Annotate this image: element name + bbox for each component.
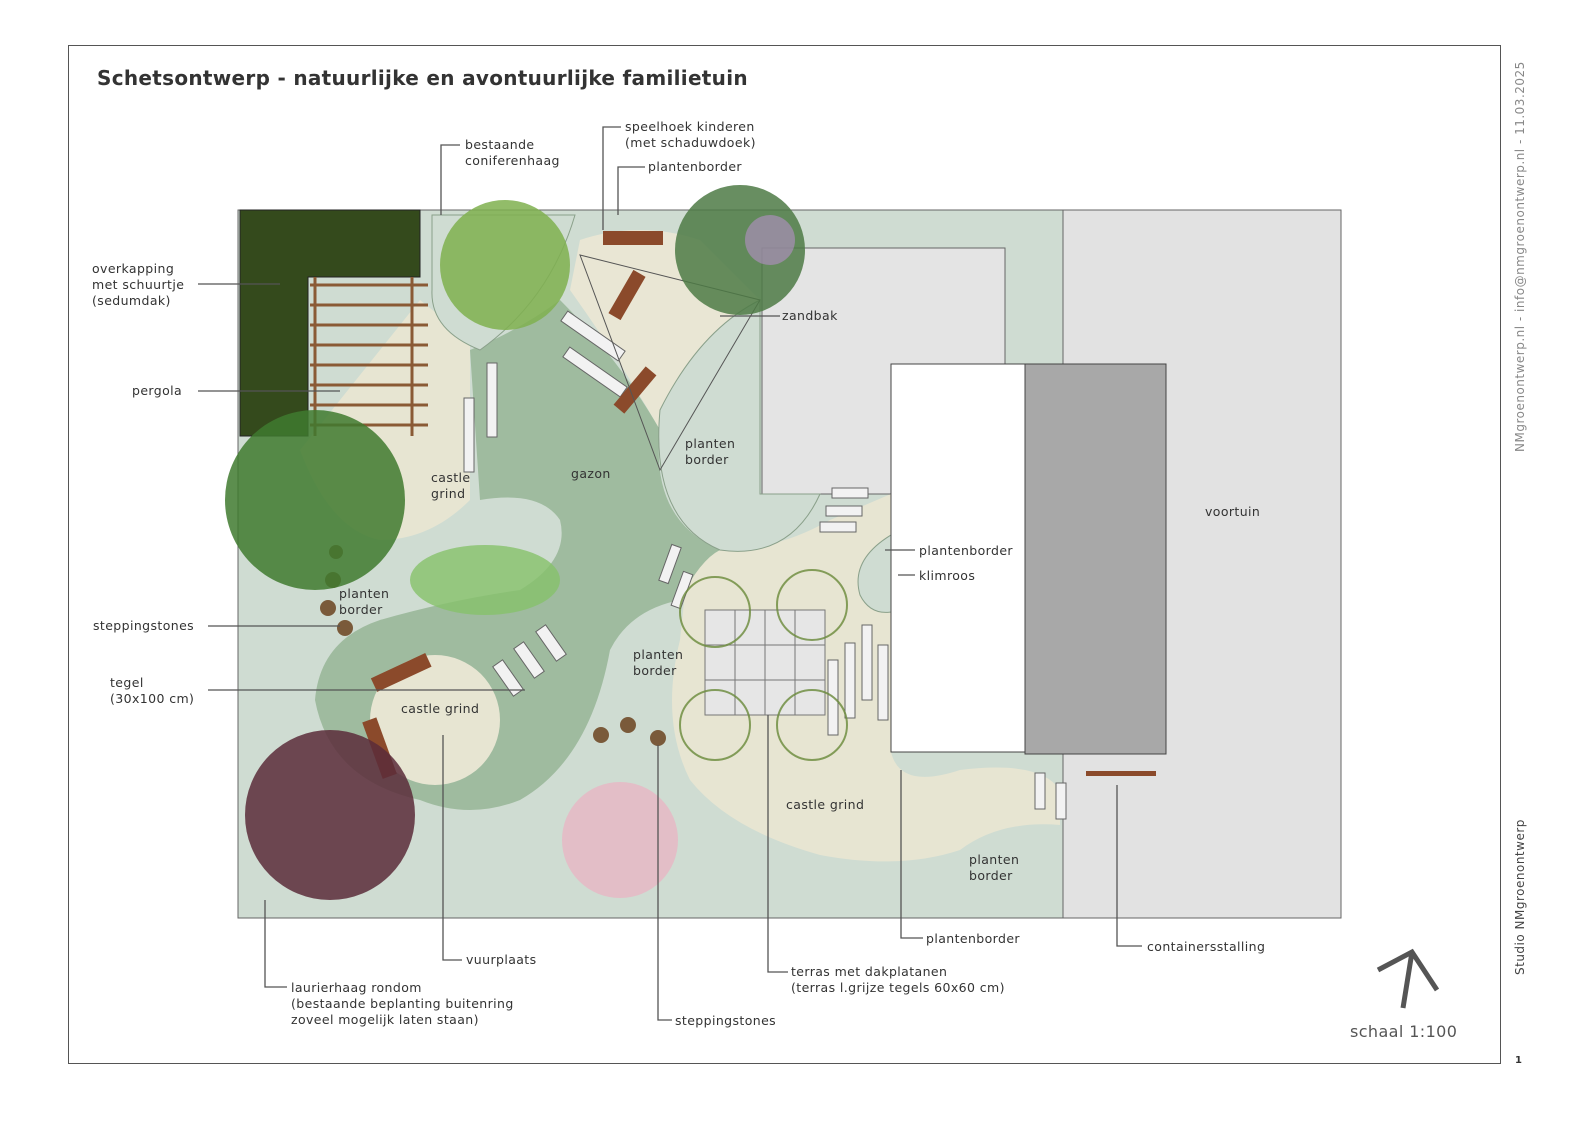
north-arrow-icon (1376, 948, 1440, 1009)
callout-steppingstones-left: steppingstones (93, 618, 195, 633)
shrub-left (410, 545, 560, 615)
tiles (463, 310, 1067, 820)
shed-sedum-roof (239, 209, 421, 437)
callout-pergola: pergola (132, 383, 183, 398)
house-white (890, 363, 1026, 753)
scale-label: schaal 1:100 (1350, 1022, 1458, 1041)
area-castle-grind-fire: castle grind (401, 701, 480, 716)
border-klimroos (857, 534, 892, 613)
callout-plantenborder-house: plantenborder (919, 543, 1013, 558)
page-title: Schetsontwerp - natuurlijke en avontuurl… (97, 66, 748, 90)
area-gazon: gazon (571, 466, 611, 481)
tree-canopy-top (440, 200, 570, 330)
plane-trees (679, 569, 848, 761)
callout-terras: terras met dakplatanen (terras l.grijze … (791, 964, 1005, 995)
fire-gravel-circle (370, 655, 500, 785)
sheet-frame (68, 45, 1501, 1064)
area-castle-grind-left: castle grind (431, 470, 471, 501)
area-castle-grind-terrace: castle grind (786, 797, 865, 812)
terrace-tiles (704, 609, 826, 716)
callout-tegel: tegel (30x100 cm) (110, 675, 195, 706)
border-center (658, 299, 821, 552)
sidebar-contact: NMgroenontwerp.nl - info@nmgroenontwerp.… (1513, 61, 1527, 452)
area-planten-border-left: planten border (339, 586, 390, 617)
benches (362, 231, 663, 779)
page-number: 1 (1515, 1055, 1523, 1066)
area-planten-border-right: planten border (969, 852, 1020, 883)
callout-plantenborder-top: plantenborder (648, 159, 742, 174)
callout-overkapping: overkapping met schuurtje (sedumdak) (92, 261, 185, 308)
leader-lines (198, 126, 1142, 1021)
callout-laurierhaag: laurierhaag rondom (bestaande beplanting… (291, 980, 514, 1027)
tree-canopy-green-left (225, 410, 405, 590)
tree-canopy-blossom (562, 782, 678, 898)
area-voortuin: voortuin (1205, 504, 1261, 519)
tree-canopy-purple (245, 730, 415, 900)
pergola (310, 277, 428, 436)
trees (225, 185, 848, 900)
callout-steppingstones-bottom: steppingstones (675, 1013, 777, 1028)
callout-zandbak: zandbak (782, 308, 838, 323)
callout-vuurplaats: vuurplaats (466, 952, 537, 967)
shade-cloth (579, 254, 761, 472)
area-planten-border-mid: planten border (633, 647, 684, 678)
callout-containersstalling: containersstalling (1147, 939, 1266, 954)
callout-klimroos: klimroos (919, 568, 976, 583)
callout-coniferenhaag: bestaande coniferenhaag (465, 137, 560, 168)
callout-plantenborder-bottom: plantenborder (926, 931, 1020, 946)
callout-speelhoek: speelhoek kinderen (met schaduwdoek) (625, 119, 756, 150)
containers (1086, 771, 1156, 776)
house-roof (1024, 363, 1167, 755)
area-planten-border-center: planten border (685, 436, 736, 467)
sidebar-studio: Studio NMgroenontwerp (1513, 819, 1527, 975)
